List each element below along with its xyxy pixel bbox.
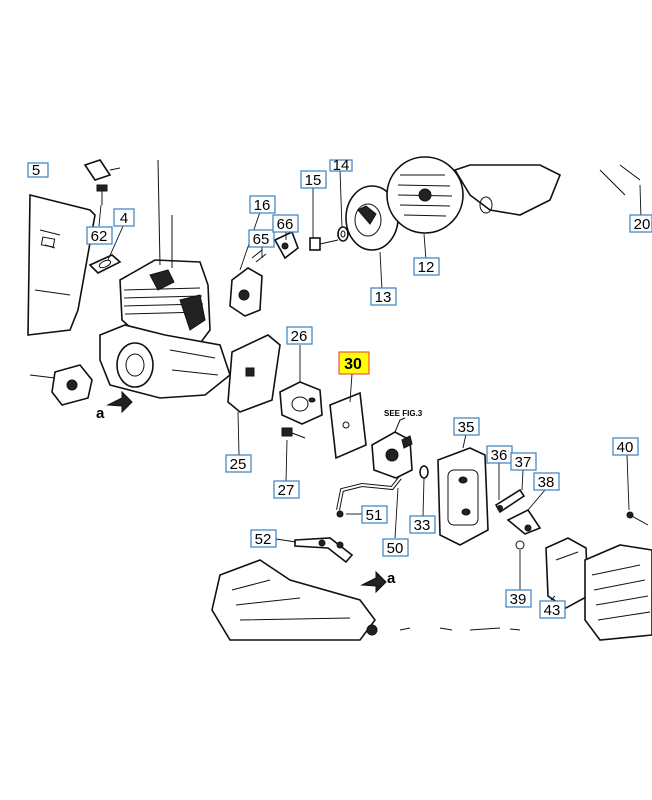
svg-text:37: 37 [515, 454, 532, 471]
part-label-43[interactable]: 43 [539, 600, 566, 619]
svg-text:27: 27 [278, 482, 295, 499]
gasket-25-drawing [227, 334, 281, 413]
part-label-38[interactable]: 38 [533, 472, 560, 491]
clip-51-drawing [336, 510, 344, 518]
part-label-65[interactable]: 65 [248, 229, 275, 248]
part-label-50[interactable]: 50 [382, 538, 409, 557]
svg-text:26: 26 [291, 328, 308, 345]
part-label-37[interactable]: 37 [510, 452, 537, 471]
see-fig-note: SEE FIG.3 [384, 409, 423, 418]
part-label-14[interactable]: 14 [329, 157, 353, 174]
svg-text:36: 36 [491, 447, 508, 464]
arrow-label-a-bottom: a [387, 570, 396, 587]
part-label-40[interactable]: 40 [612, 437, 639, 456]
svg-text:40: 40 [617, 439, 634, 456]
part-label-52[interactable]: 52 [250, 529, 277, 548]
svg-text:51: 51 [366, 507, 383, 524]
part-label-36[interactable]: 36 [486, 445, 513, 464]
svg-text:43: 43 [544, 602, 561, 619]
bolt-15-drawing [309, 237, 339, 251]
fan-housing-drawing [453, 164, 641, 216]
svg-text:20: 20 [634, 216, 651, 233]
part-label-16[interactable]: 16 [249, 195, 276, 214]
part-label-30[interactable]: 30 [338, 351, 370, 375]
fuel-tank-drawing [211, 559, 521, 641]
engine-cylinder-drawing [99, 159, 231, 399]
part-labels: 5 62 4 16 65 66 15 14 [27, 157, 652, 619]
svg-text:62: 62 [91, 228, 108, 245]
arrow-label-a-top: a [96, 405, 105, 422]
insulator-26-drawing [279, 381, 323, 425]
svg-text:52: 52 [255, 531, 272, 548]
part-label-27[interactable]: 27 [273, 480, 300, 499]
svg-text:65: 65 [253, 231, 270, 248]
part-label-39[interactable]: 39 [505, 589, 532, 608]
washer-14-drawing [337, 226, 349, 242]
svg-text:33: 33 [414, 517, 431, 534]
svg-text:38: 38 [538, 474, 555, 491]
muffler-drawing [584, 511, 652, 641]
throttle-lever-drawing [294, 537, 354, 564]
svg-text:14: 14 [333, 157, 350, 174]
direction-arrow-bottom [360, 570, 387, 594]
o-ring-33-drawing [419, 465, 429, 479]
bolt-27-drawing [281, 427, 306, 439]
part-label-20[interactable]: 20 [629, 214, 652, 233]
cover-panel-drawing [27, 159, 121, 336]
part-label-51[interactable]: 51 [361, 505, 388, 524]
svg-text:25: 25 [230, 456, 247, 473]
choke-lever-drawing [494, 488, 542, 550]
line-art [27, 156, 652, 641]
air-filter-housing-drawing [437, 447, 489, 546]
piston-drawing [29, 364, 93, 406]
part-label-4[interactable]: 4 [113, 208, 135, 227]
part-label-62[interactable]: 62 [86, 226, 113, 245]
svg-text:30: 30 [344, 356, 362, 373]
carburetor-drawing [371, 417, 413, 479]
svg-text:66: 66 [277, 216, 294, 233]
part-label-35[interactable]: 35 [453, 417, 480, 436]
ignition-module-drawing [229, 230, 299, 317]
part-label-12[interactable]: 12 [413, 257, 440, 276]
svg-text:15: 15 [305, 172, 322, 189]
svg-text:35: 35 [458, 419, 475, 436]
svg-text:13: 13 [375, 289, 392, 306]
screw-62-drawing [96, 184, 108, 205]
part-label-66[interactable]: 66 [272, 214, 299, 233]
svg-text:39: 39 [510, 591, 527, 608]
recoil-starter-drawing [386, 156, 464, 234]
fuel-line-drawing [336, 476, 402, 511]
part-label-26[interactable]: 26 [286, 326, 313, 345]
air-filter-drawing [545, 537, 589, 609]
svg-text:50: 50 [387, 540, 404, 557]
part-label-13[interactable]: 13 [370, 287, 397, 306]
svg-text:4: 4 [120, 210, 128, 227]
gasket-4-drawing [88, 254, 122, 274]
part-label-15[interactable]: 15 [300, 170, 327, 189]
annotations: SEE FIG.3 a a [96, 405, 423, 587]
gasket-30-drawing [329, 391, 367, 460]
svg-text:5: 5 [32, 162, 40, 179]
svg-text:12: 12 [418, 259, 435, 276]
direction-arrow-top [106, 390, 133, 414]
part-label-25[interactable]: 25 [225, 454, 252, 473]
part-label-5[interactable]: 5 [27, 162, 49, 179]
svg-text:16: 16 [254, 197, 271, 214]
part-label-33[interactable]: 33 [409, 515, 436, 534]
